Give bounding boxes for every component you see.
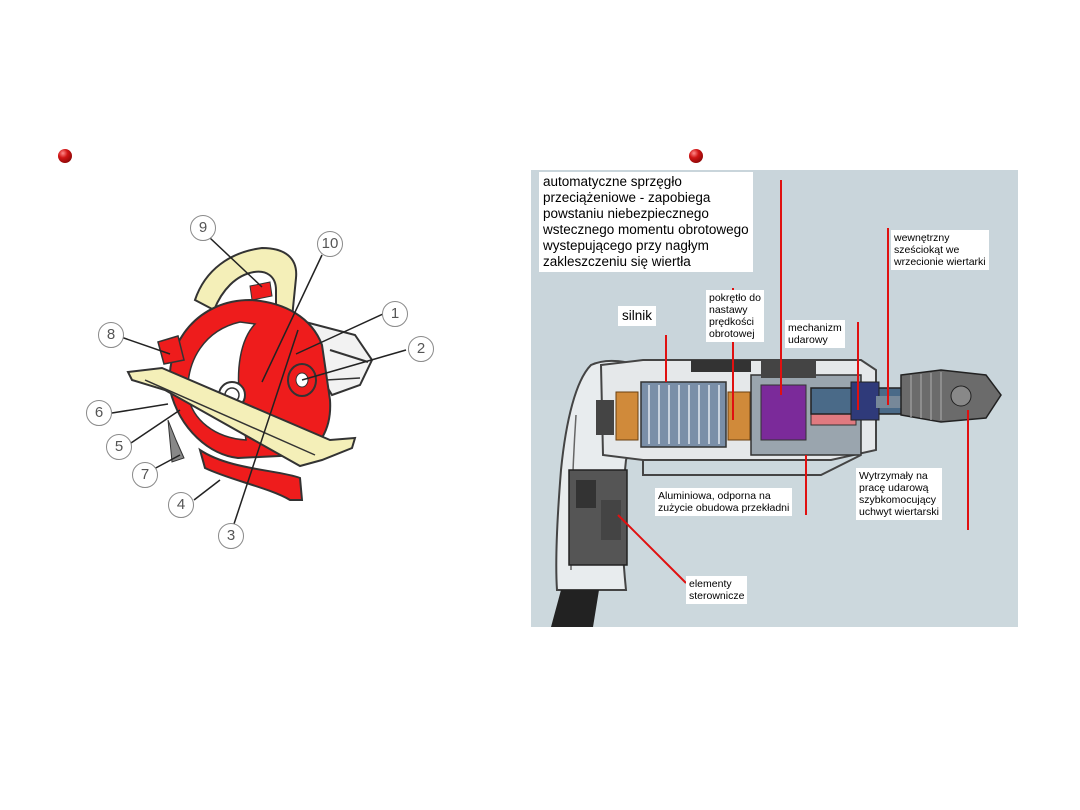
- saw-illustration: [80, 205, 470, 555]
- label-speed-knob: pokrętło do nastawy prędkości obrotowej: [706, 290, 764, 342]
- label-hex: wewnętrzny sześciokąt we wrzecionie wier…: [891, 230, 989, 270]
- saw-number-4: 4: [168, 492, 194, 518]
- label-chuck: Wytrzymały na pracę udarową szybkomocują…: [856, 468, 942, 520]
- hammer-drill-diagram: automatyczne sprzęgło przeciążeniowe - z…: [531, 170, 1018, 627]
- label-controls: elementy sterownicze: [686, 576, 747, 604]
- label-hammer-mechanism: mechanizm udarowy: [785, 320, 845, 348]
- label-motor: silnik: [618, 306, 656, 326]
- bullet-right: [689, 149, 703, 163]
- saw-number-3: 3: [218, 523, 244, 549]
- saw-number-8: 8: [98, 322, 124, 348]
- saw-number-10: 10: [317, 231, 343, 257]
- saw-number-2: 2: [408, 336, 434, 362]
- saw-number-7: 7: [132, 462, 158, 488]
- circular-saw-diagram: 9 10 1 2 8 6 5 7 4 3: [80, 205, 470, 555]
- saw-number-5: 5: [106, 434, 132, 460]
- saw-number-1: 1: [382, 301, 408, 327]
- saw-number-6: 6: [86, 400, 112, 426]
- saw-number-9: 9: [190, 215, 216, 241]
- label-clutch: automatyczne sprzęgło przeciążeniowe - z…: [539, 172, 753, 272]
- bullet-left: [58, 149, 72, 163]
- label-gearbox: Aluminiowa, odporna na zużycie obudowa p…: [655, 488, 792, 516]
